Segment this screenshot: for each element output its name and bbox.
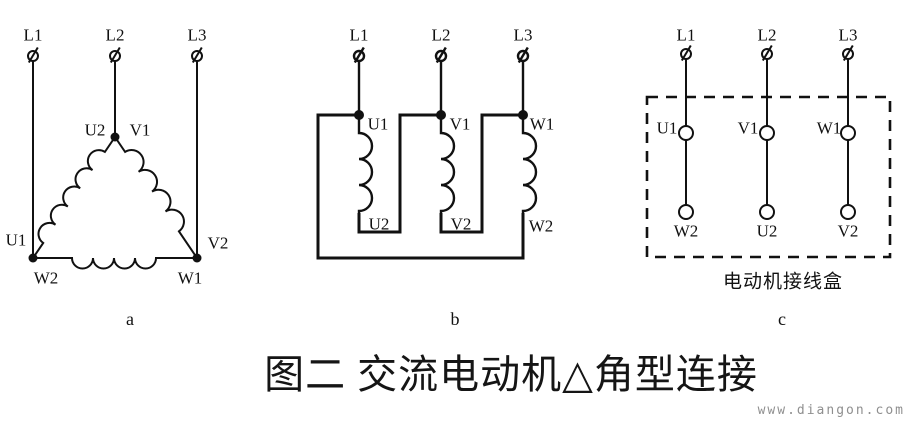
figure-title: 图二 交流电动机△角型连接 bbox=[264, 352, 758, 397]
watermark-text: www.diangon.com bbox=[757, 403, 905, 418]
coil-v-icon bbox=[439, 115, 456, 213]
winding-label-u1: U1 bbox=[5, 230, 27, 250]
coil-bottom-label-w2: W2 bbox=[528, 216, 554, 236]
link-v1-u2 bbox=[357, 113, 441, 234]
terminal-label-b-l3: L3 bbox=[513, 25, 533, 45]
terminal-label-a-l1: L1 bbox=[23, 25, 43, 45]
stud-label-v2: V2 bbox=[837, 221, 859, 241]
terminal-label-c-l3: L3 bbox=[838, 25, 858, 45]
coil-bottom-icon bbox=[33, 257, 197, 270]
link-w1-v2 bbox=[439, 113, 523, 234]
terminal-label-a-l2: L2 bbox=[105, 25, 125, 45]
winding-label-u2: U2 bbox=[84, 120, 106, 140]
supply-terminal-icon bbox=[680, 44, 854, 62]
junction-dot bbox=[354, 110, 528, 120]
winding-label-v2: V2 bbox=[207, 233, 229, 253]
diagram-a-graphics bbox=[27, 46, 203, 270]
link-u1-w2 bbox=[316, 113, 525, 260]
stud-label-w2: W2 bbox=[673, 221, 699, 241]
winding-label-w2: W2 bbox=[33, 268, 59, 288]
terminal-label-b-l2: L2 bbox=[431, 25, 451, 45]
coil-top-label-u1: U1 bbox=[367, 114, 389, 134]
caption-b: b bbox=[450, 309, 460, 329]
caption-c: c bbox=[778, 309, 786, 329]
coil-bottom-label-u2: U2 bbox=[368, 214, 390, 234]
stud-label-u1: U1 bbox=[656, 118, 678, 138]
coil-left-icon bbox=[32, 136, 116, 259]
diagram-b-graphics bbox=[316, 46, 538, 260]
coil-top-label-w1: W1 bbox=[529, 114, 555, 134]
coil-u-icon bbox=[357, 115, 374, 213]
caption-a: a bbox=[126, 309, 134, 329]
stud-label-w1: W1 bbox=[816, 118, 842, 138]
supply-terminal-icon bbox=[352, 46, 530, 64]
coil-w-icon bbox=[521, 115, 538, 213]
winding-label-w1: W1 bbox=[177, 268, 203, 288]
terminal-label-a-l3: L3 bbox=[187, 25, 207, 45]
stud-label-v1: V1 bbox=[737, 118, 759, 138]
coil-right-icon bbox=[114, 136, 198, 259]
diagram-c-graphics bbox=[645, 44, 892, 259]
coil-top-label-v1: V1 bbox=[449, 114, 471, 134]
stud-terminal-icon bbox=[678, 125, 856, 220]
terminal-box-label: 电动机接线盒 bbox=[722, 271, 844, 293]
terminal-box-outline bbox=[645, 95, 892, 259]
terminal-label-c-l1: L1 bbox=[676, 25, 696, 45]
junction-dot bbox=[28, 132, 202, 263]
stud-label-u2: U2 bbox=[756, 221, 778, 241]
terminal-label-c-l2: L2 bbox=[757, 25, 777, 45]
supply-terminal-icon bbox=[27, 46, 203, 64]
terminal-label-b-l1: L1 bbox=[349, 25, 369, 45]
winding-label-v1: V1 bbox=[129, 120, 151, 140]
coil-bottom-label-v2: V2 bbox=[450, 214, 472, 234]
